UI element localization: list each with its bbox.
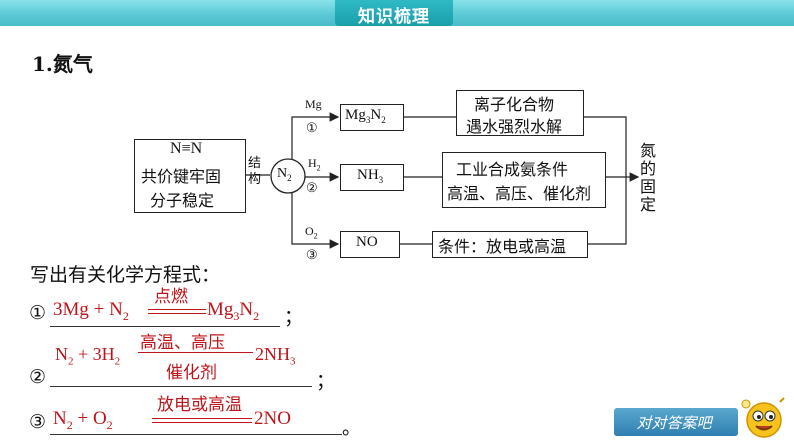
eq2-answer-line [50,386,312,387]
structure-triple-bond: N≡N [170,140,203,157]
eq3-end: 。 [342,418,362,439]
branch2-reagent: H2 [308,156,321,173]
eq3-equals [152,418,252,423]
branch2-note-line2: 高温、高压、催化剂 [447,184,592,203]
branch1-note-line2: 遇水强烈水解 [466,117,563,136]
branch1-index: ① [306,120,318,135]
eq1-index: ① [29,303,47,324]
eq2-condition-bottom: 催化剂 [166,363,217,383]
eq2-arrow [138,352,253,353]
eq3-right: 2NO [254,408,291,429]
branch2-note-box [442,152,606,208]
check-answer-button[interactable] [614,408,738,436]
branch3-product: NO [356,234,378,250]
fixation-label: 氮 的 固 定 [640,142,658,214]
eq2-right: 2NH3 [255,344,296,368]
branch3-reagent: O2 [305,224,318,241]
branch2-note-line1: 工业合成氨条件 [456,160,569,179]
eq3-answer-line [50,434,342,435]
branch3-product-box [340,231,400,258]
eq1-right: Mg3N2 [207,299,260,323]
eq2-left: N2 + 3H2 [55,344,121,368]
eq1-left: 3Mg + N2 [53,299,129,323]
eq1-equals [148,309,206,314]
fixation-char-2: 的 [640,159,657,178]
eq2-index: ② [29,367,47,388]
smiley-icon [741,397,785,438]
structure-box [134,139,246,213]
structure-covalent-text: 共价键牢固 [141,167,222,186]
eq3-condition: 放电或高温 [157,395,242,415]
fixation-char-4: 定 [640,195,657,214]
branch2-index: ② [306,180,318,195]
header-tab [335,0,453,26]
branch3-index: ③ [306,247,318,262]
eq1-end: ； [284,307,304,328]
branch1-note-box [456,90,584,136]
structure-stable-text: 分子稳定 [150,191,215,210]
eq1-answer-line [50,326,280,327]
center-n2: N2 [277,166,292,183]
branch1-reagent: Mg [305,97,322,111]
branch1-note-line1: 离子化合物 [474,95,555,114]
check-answer-label[interactable]: 对对答案吧 [636,414,712,432]
structure-label: 结构 [248,156,262,187]
eq2-condition-top: 高温、高压 [140,333,225,353]
eq2-end: ； [316,371,336,392]
page-title: 知识梳理 [358,7,430,27]
equations-prompt: 写出有关化学方程式： [30,264,221,286]
branch3-note: 条件：放电或高温 [438,237,567,256]
section-title: 1.氮气 [32,52,93,76]
eq1-condition: 点燃 [154,287,188,307]
fixation-char-1: 氮 [640,141,657,160]
branch2-product-box [340,164,404,191]
eq3-index: ③ [29,412,47,433]
branch2-product: NH3 [357,167,384,185]
branch1-product: Mg3N2 [345,107,386,125]
branch3-note-box [432,231,588,258]
branch1-product-box [340,104,404,131]
fixation-char-3: 固 [640,177,657,196]
eq3-left: N2 + O2 [53,408,113,432]
